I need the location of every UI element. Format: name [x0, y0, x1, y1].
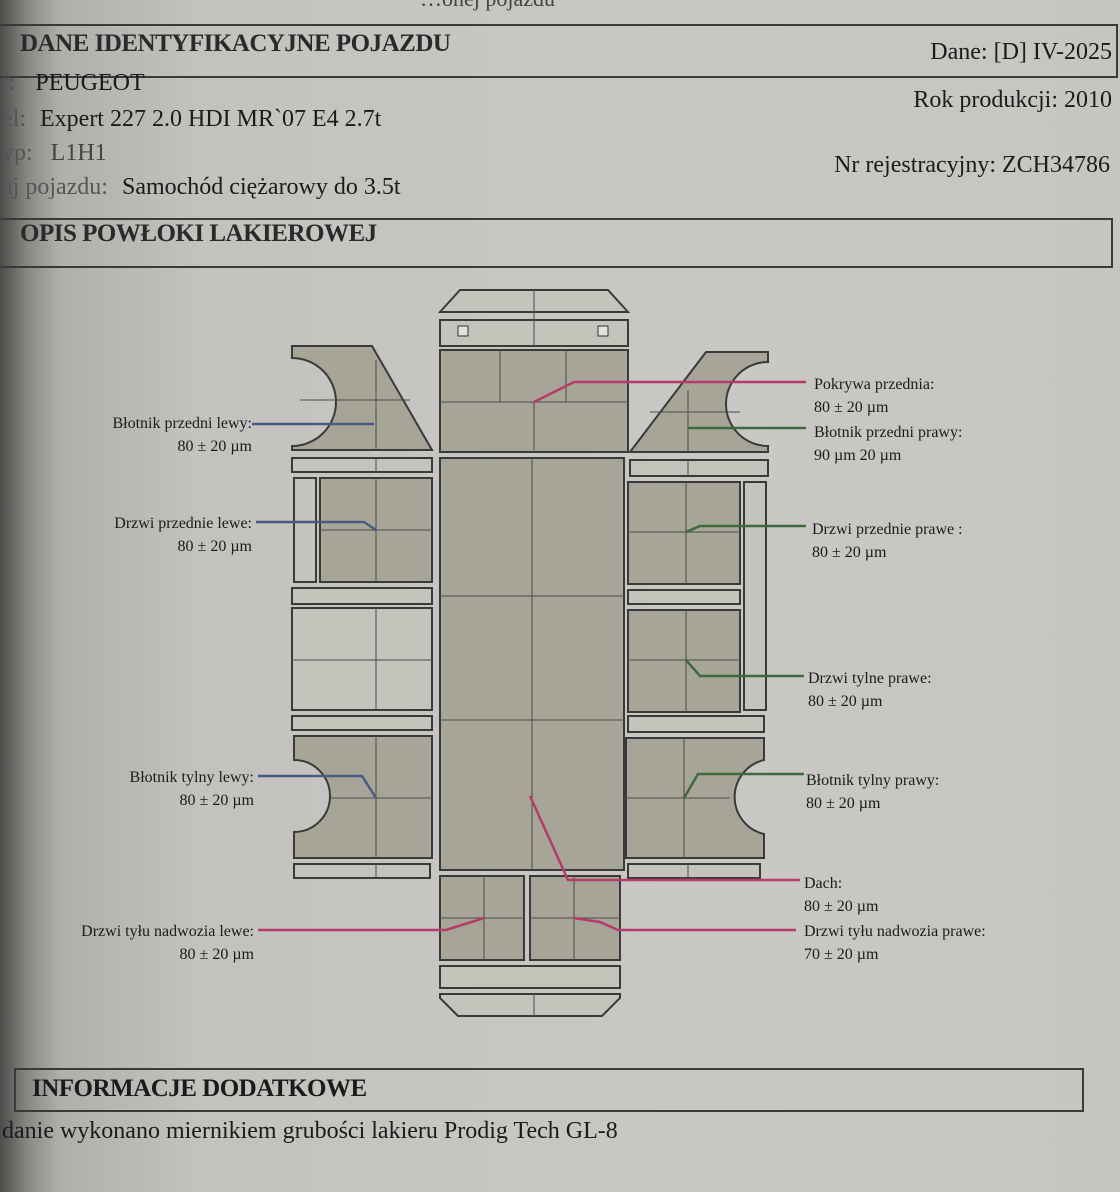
label-value: 80 ± 20 µm: [808, 693, 883, 710]
right-rear-trim: [627, 863, 761, 879]
right-pillar: [743, 481, 767, 711]
vehicle-type-label: aj pojazdu:: [2, 174, 108, 200]
front-fender-right: [627, 351, 769, 453]
label-value: 80 ± 20 µm: [179, 946, 254, 963]
production-year: Rok produkcji: 2010: [913, 87, 1112, 113]
label-name: Drzwi tyłu nadwozia lewe:: [81, 923, 254, 940]
vehicle-model-label: el:: [2, 106, 26, 132]
leader-rear-door-right: [573, 916, 796, 932]
label-name: Drzwi tylne prawe:: [808, 670, 932, 687]
top-cut-text: …onej pojazdu: [420, 0, 555, 12]
section-paint-box: [0, 218, 1113, 268]
rear-fender-left: [293, 735, 433, 859]
front-fender-left: [291, 345, 434, 451]
label-value: 90 µm 20 µm: [814, 447, 902, 464]
leader-roof: [528, 795, 800, 882]
section-vehicle-id-title: DANE IDENTYFIKACYJNE POJAZDU: [20, 30, 451, 57]
label-name: Drzwi tyłu nadwozia prawe:: [804, 923, 986, 940]
label-front-fender-left: Błotnik przedni lewy: 80 ± 20 µm: [112, 412, 252, 458]
section-paint-title: OPIS POWŁOKI LAKIEROWEJ: [20, 220, 377, 247]
label-value: 80 ± 20 µm: [812, 544, 887, 561]
registration-number: Nr rejestracyjny: ZCH34786: [834, 152, 1110, 178]
rear-step: [439, 965, 621, 989]
slide-door-left: [291, 607, 433, 711]
vehicle-body: L1H1: [50, 140, 107, 166]
vehicle-type-row: aj pojazdu: Samochód ciężarowy do 3.5t: [2, 174, 401, 201]
label-name: Drzwi przednie lewe:: [114, 515, 252, 532]
label-value: 80 ± 20 µm: [179, 792, 254, 809]
label-name: Dach:: [804, 875, 843, 892]
leader-hood: [533, 380, 806, 404]
label-value: 80 ± 20 µm: [804, 898, 879, 915]
left-rear-trim: [293, 863, 431, 879]
leader-front-door-left: [256, 520, 377, 532]
leader-front-door-right: [685, 524, 806, 534]
section-vehicle-id-box: [0, 24, 1118, 78]
label-value: 80 ± 20 µm: [177, 438, 252, 455]
label-value: 70 ± 20 µm: [804, 946, 879, 963]
front-door-right: [627, 481, 741, 585]
label-rear-fender-right: Błotnik tylny prawy: 80 ± 20 µm: [806, 769, 939, 815]
vehicle-make-row: t: PEUGEOT: [2, 70, 145, 97]
label-value: 80 ± 20 µm: [814, 399, 889, 416]
leader-rear-side-door-right: [685, 659, 804, 678]
label-rear-door-right: Drzwi tyłu nadwozia prawe: 70 ± 20 µm: [804, 920, 986, 966]
measurement-note: danie wykonano miernikiem grubości lakie…: [2, 1118, 618, 1144]
label-rear-fender-left: Błotnik tylny lewy: 80 ± 20 µm: [130, 766, 254, 812]
label-front-fender-right: Błotnik przedni prawy: 90 µm 20 µm: [814, 421, 962, 467]
vehicle-make-label: t:: [2, 70, 16, 96]
rear-side-door-right: [627, 609, 741, 713]
right-sill-1: [629, 459, 769, 477]
data-date: Dane: [D] IV-2025: [930, 39, 1112, 65]
label-value: 80 ± 20 µm: [177, 538, 252, 555]
label-name: Błotnik przedni prawy:: [814, 424, 963, 441]
right-sill-3: [627, 715, 765, 733]
vehicle-body-row: yp: L1H1: [2, 140, 107, 167]
label-rear-side-door-right: Drzwi tylne prawe: 80 ± 20 µm: [808, 667, 932, 713]
label-rear-door-left: Drzwi tyłu nadwozia lewe: 80 ± 20 µm: [81, 920, 254, 966]
left-sill-1: [291, 457, 433, 473]
vehicle-make: PEUGEOT: [35, 70, 145, 96]
label-name: Drzwi przednie prawe :: [812, 521, 963, 538]
left-pillar: [293, 477, 317, 583]
section-additional-title: INFORMACJE DODATKOWE: [32, 1075, 367, 1102]
label-name: Błotnik tylny prawy:: [806, 772, 940, 789]
label-front-door-right: Drzwi przednie prawe : 80 ± 20 µm: [812, 518, 963, 564]
label-name: Błotnik tylny lewy:: [129, 769, 254, 786]
label-front-door-left: Drzwi przednie lewe: 80 ± 20 µm: [114, 512, 252, 558]
label-roof: Dach: 80 ± 20 µm: [804, 872, 878, 918]
label-name: Pokrywa przednia:: [814, 376, 935, 393]
left-sill-3: [291, 715, 433, 731]
label-value: 80 ± 20 µm: [806, 795, 881, 812]
left-sill-2: [291, 587, 433, 605]
label-hood: Pokrywa przednia: 80 ± 20 µm: [814, 373, 934, 419]
vehicle-type: Samochód ciężarowy do 3.5t: [121, 174, 401, 200]
section-additional-box: [14, 1068, 1084, 1112]
leader-rear-fender-left: [258, 774, 378, 799]
vehicle-body-label: yp:: [2, 140, 33, 166]
label-name: Błotnik przedni lewy:: [112, 415, 252, 432]
right-sill-2: [627, 589, 741, 605]
leader-rear-fender-right: [682, 772, 804, 799]
leader-rear-door-left: [258, 916, 485, 932]
rear-bumper: [439, 993, 621, 1017]
vehicle-model: Expert 227 2.0 HDI MR`07 E4 2.7t: [40, 106, 382, 132]
vehicle-model-row: el: Expert 227 2.0 HDI MR`07 E4 2.7t: [2, 106, 381, 133]
